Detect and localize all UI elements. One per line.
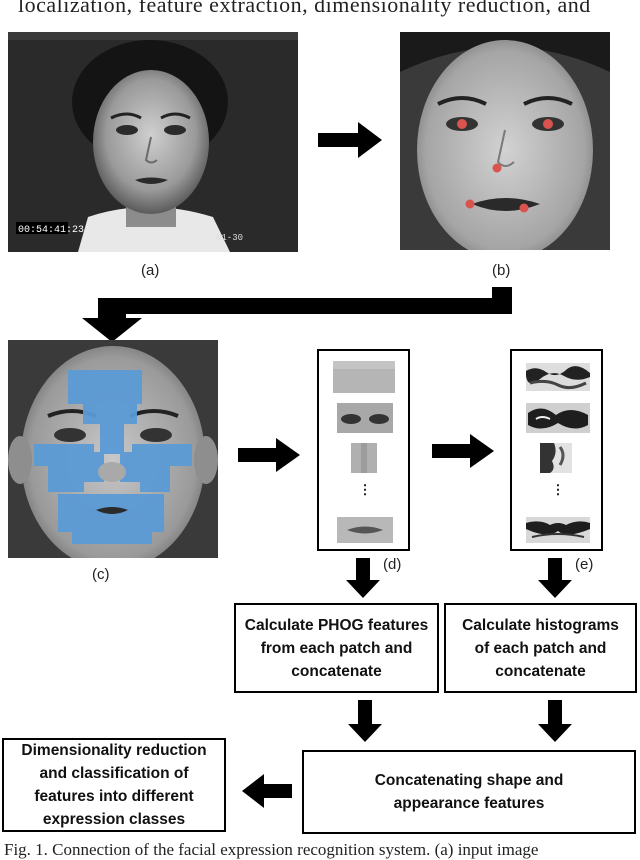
eyes-patch: [337, 403, 393, 433]
label-b: (b): [492, 262, 511, 279]
texture-panel: ⋮: [510, 349, 603, 551]
phog-box-text: Calculate PHOG features from each patch …: [244, 616, 429, 680]
arrow-a-to-b: [318, 122, 382, 158]
label-a: (a): [141, 262, 160, 279]
label-e: (e): [575, 556, 594, 573]
histogram-box-text: Calculate histograms of each patch and c…: [462, 616, 619, 680]
arrow-down-d: [346, 558, 380, 598]
forehead-texture-patch: [526, 363, 590, 391]
top-text-line: localization, feature extraction, dimens…: [18, 0, 591, 17]
concatenate-box: Concatenating shape and appearance featu…: [302, 750, 636, 834]
landmark-point: [543, 119, 553, 129]
landmark-point: [492, 163, 502, 173]
reduction-box-text: Dimensionality reduction and classificat…: [21, 742, 207, 828]
frame-overlay-text: 01-30: [216, 233, 243, 243]
landmark-point: [519, 203, 529, 213]
patches-panel: ⋮: [317, 349, 410, 551]
mouth-texture-patch: [526, 517, 590, 543]
arrow-hist-to-concat: [538, 700, 572, 742]
label-d: (d): [383, 556, 402, 573]
landmark-point: [457, 119, 467, 129]
arrow-phog-to-concat: [348, 700, 382, 742]
mouth-patch: [337, 517, 393, 543]
arrow-d-to-e: [432, 434, 494, 468]
histogram-box: Calculate histograms of each patch and c…: [444, 603, 637, 693]
input-image: 00:54:41:23 01-30: [8, 32, 298, 252]
reduction-box: Dimensionality reduction and classificat…: [2, 738, 226, 832]
phog-box: Calculate PHOG features from each patch …: [234, 603, 439, 693]
eyes-texture-patch: [526, 403, 590, 433]
concatenate-box-text: Concatenating shape and appearance featu…: [374, 772, 564, 812]
landmark-image: [400, 32, 610, 260]
ellipsis-dots: ⋮: [358, 482, 372, 497]
forehead-patch: [333, 361, 395, 393]
landmark-point: [465, 199, 475, 209]
arrow-down-e: [538, 558, 572, 598]
label-c: (c): [92, 566, 110, 583]
figure-caption: Fig. 1. Connection of the facial express…: [4, 840, 539, 859]
nose-patch: [351, 443, 377, 473]
arrow-c-to-d: [238, 438, 300, 472]
connector-b-to-c: [0, 280, 640, 350]
ellipsis-dots: ⋮: [551, 482, 565, 497]
nose-texture-patch: [540, 443, 572, 473]
patch-image: [8, 340, 218, 570]
frame-timestamp: 00:54:41:23: [18, 225, 84, 236]
arrow-concat-to-reduction: [242, 774, 292, 808]
